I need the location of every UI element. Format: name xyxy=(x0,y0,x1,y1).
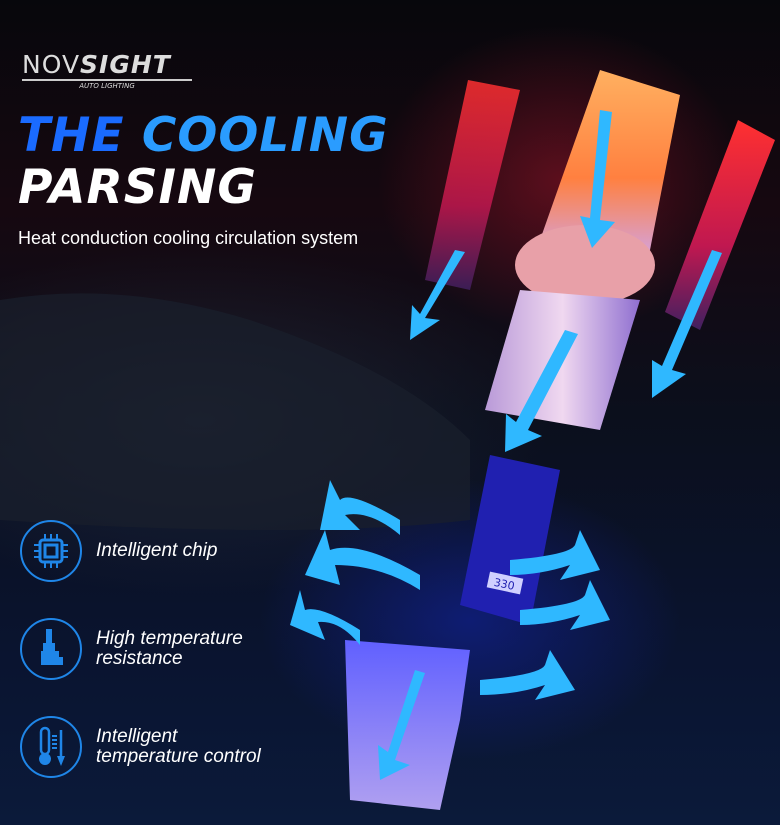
driver-board xyxy=(460,455,560,625)
subtitle: Heat conduction cooling circulation syst… xyxy=(18,228,359,248)
thermometer-icon xyxy=(20,716,82,778)
airflow-arrows xyxy=(290,110,722,780)
feature-label-line1: Intelligent xyxy=(96,726,178,747)
chip-icon xyxy=(20,520,82,582)
headline-word-cooling: COOLING xyxy=(141,108,389,163)
bulb-socket xyxy=(345,640,470,810)
logo-brand-bold: SIGHT xyxy=(80,50,171,79)
feature-label-line1: High temperature xyxy=(96,628,243,649)
bulb-socket-icon xyxy=(20,618,82,680)
feature-label-line2: resistance xyxy=(96,648,183,669)
feature-intelligent-chip: Intelligent chip xyxy=(20,520,217,582)
headline-word-the: THE xyxy=(18,108,125,163)
bulb-collar xyxy=(515,225,655,305)
headline-line1: THE COOLING xyxy=(18,108,389,163)
heat-sink-right xyxy=(665,120,775,330)
logo-brand-light: NOV xyxy=(22,50,81,79)
novsight-logo: NOVSIGHT AUTO LIGHTING xyxy=(22,52,192,90)
led-chip-board xyxy=(540,70,680,250)
headline-line2: PARSING xyxy=(18,160,257,215)
feature-label-line2: temperature control xyxy=(96,746,261,767)
logo-tagline: AUTO LIGHTING xyxy=(22,79,192,90)
chip-label: 330 xyxy=(493,576,516,593)
car-silhouette xyxy=(0,293,470,530)
feature-label: Intelligent chip xyxy=(96,540,218,561)
heat-sink-left xyxy=(425,80,520,290)
